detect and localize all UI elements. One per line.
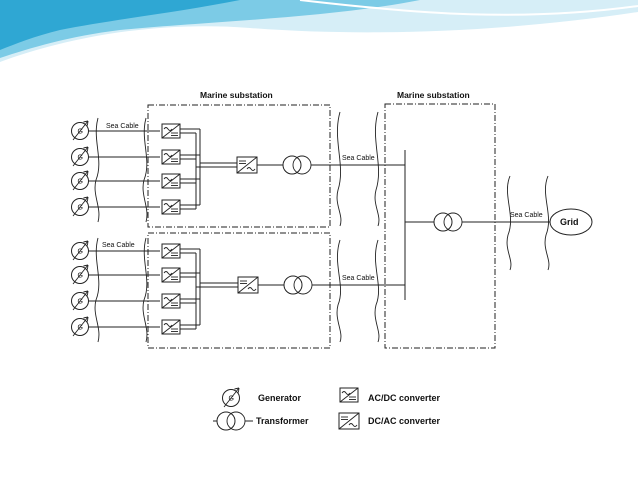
transformer-icon xyxy=(283,275,313,295)
substation-box-bottom-left xyxy=(147,232,331,349)
banner-wave-stroke xyxy=(299,0,638,16)
sea-cable-symbol xyxy=(142,117,148,223)
legend-generator-label: Generator xyxy=(258,393,302,403)
dcac-converter-icon xyxy=(338,412,360,430)
dcac-converter-icon xyxy=(237,276,259,294)
sea-cable-symbol xyxy=(94,117,100,223)
sea-cable-label: Sea Cable xyxy=(342,275,375,282)
acdc-converter-icon xyxy=(161,319,181,335)
legend-transformer-label: Transformer xyxy=(256,416,309,426)
acdc-converter-icon xyxy=(161,149,181,165)
sea-cable-symbol xyxy=(94,237,100,343)
sea-cable-label: Sea Cable xyxy=(510,212,543,219)
sea-cable-symbol xyxy=(142,237,148,343)
acdc-converter-icon xyxy=(161,199,181,215)
legend-acdc-label: AC/DC converter xyxy=(368,393,441,403)
generator-letter: G xyxy=(78,273,83,280)
grid-node xyxy=(549,208,593,236)
legend: G Generator Transformer AC/DC converter … xyxy=(213,387,441,431)
dcac-converter-icon xyxy=(236,156,258,174)
acdc-converter-icon xyxy=(339,387,359,403)
acdc-converter-icon xyxy=(161,123,181,139)
acdc-converter-icon xyxy=(161,173,181,189)
sea-cable-symbol xyxy=(506,175,512,271)
transformer-icon xyxy=(216,411,246,431)
generator-icon: G xyxy=(71,240,89,261)
substation-label-left: Marine substation xyxy=(200,90,273,100)
collector-substation: Sea Cable Grid xyxy=(404,150,593,300)
sea-cable-symbol xyxy=(336,239,342,343)
substation-box-right xyxy=(384,103,496,349)
header-banner xyxy=(0,0,638,62)
generator-icon: G xyxy=(71,196,89,217)
generator-icon: G xyxy=(71,146,89,167)
transformer-icon xyxy=(282,155,312,175)
substation-label-right: Marine substation xyxy=(397,90,470,100)
grid-label: Grid xyxy=(560,217,579,227)
generator-icon: G xyxy=(71,316,89,337)
transformer-icon xyxy=(433,212,463,232)
sea-cable-symbol xyxy=(544,175,550,271)
generator-letter: G xyxy=(78,155,83,162)
legend-dcac-label: DC/AC converter xyxy=(368,416,441,426)
generator-group-top: Sea Cable G G G G Sea Cable xyxy=(71,111,405,227)
generator-letter: G xyxy=(78,179,83,186)
generator-letter: G xyxy=(78,205,83,212)
sea-cable-label: Sea Cable xyxy=(102,242,135,249)
generator-icon: G xyxy=(71,120,89,141)
generator-icon: G xyxy=(71,264,89,285)
generator-group-bottom: Sea Cable G G G G Sea Cable xyxy=(71,237,405,343)
generator-letter: G xyxy=(78,299,83,306)
sea-cable-label: Sea Cable xyxy=(106,123,139,130)
sea-cable-symbol xyxy=(336,111,342,227)
generator-letter: G xyxy=(78,129,83,136)
sea-cable-symbol xyxy=(374,111,380,227)
generator-letter: G xyxy=(229,396,234,403)
banner-wave-dark xyxy=(0,0,240,50)
generator-letter: G xyxy=(78,249,83,256)
generator-icon: G xyxy=(71,170,89,191)
sea-cable-symbol xyxy=(374,239,380,343)
substation-box-top-left xyxy=(147,104,331,228)
sea-cable-label: Sea Cable xyxy=(342,155,375,162)
generator-letter: G xyxy=(78,325,83,332)
acdc-converter-icon xyxy=(161,293,181,309)
acdc-converter-icon xyxy=(161,267,181,283)
generator-icon: G xyxy=(222,387,240,408)
generator-icon: G xyxy=(71,290,89,311)
acdc-converter-icon xyxy=(161,243,181,259)
